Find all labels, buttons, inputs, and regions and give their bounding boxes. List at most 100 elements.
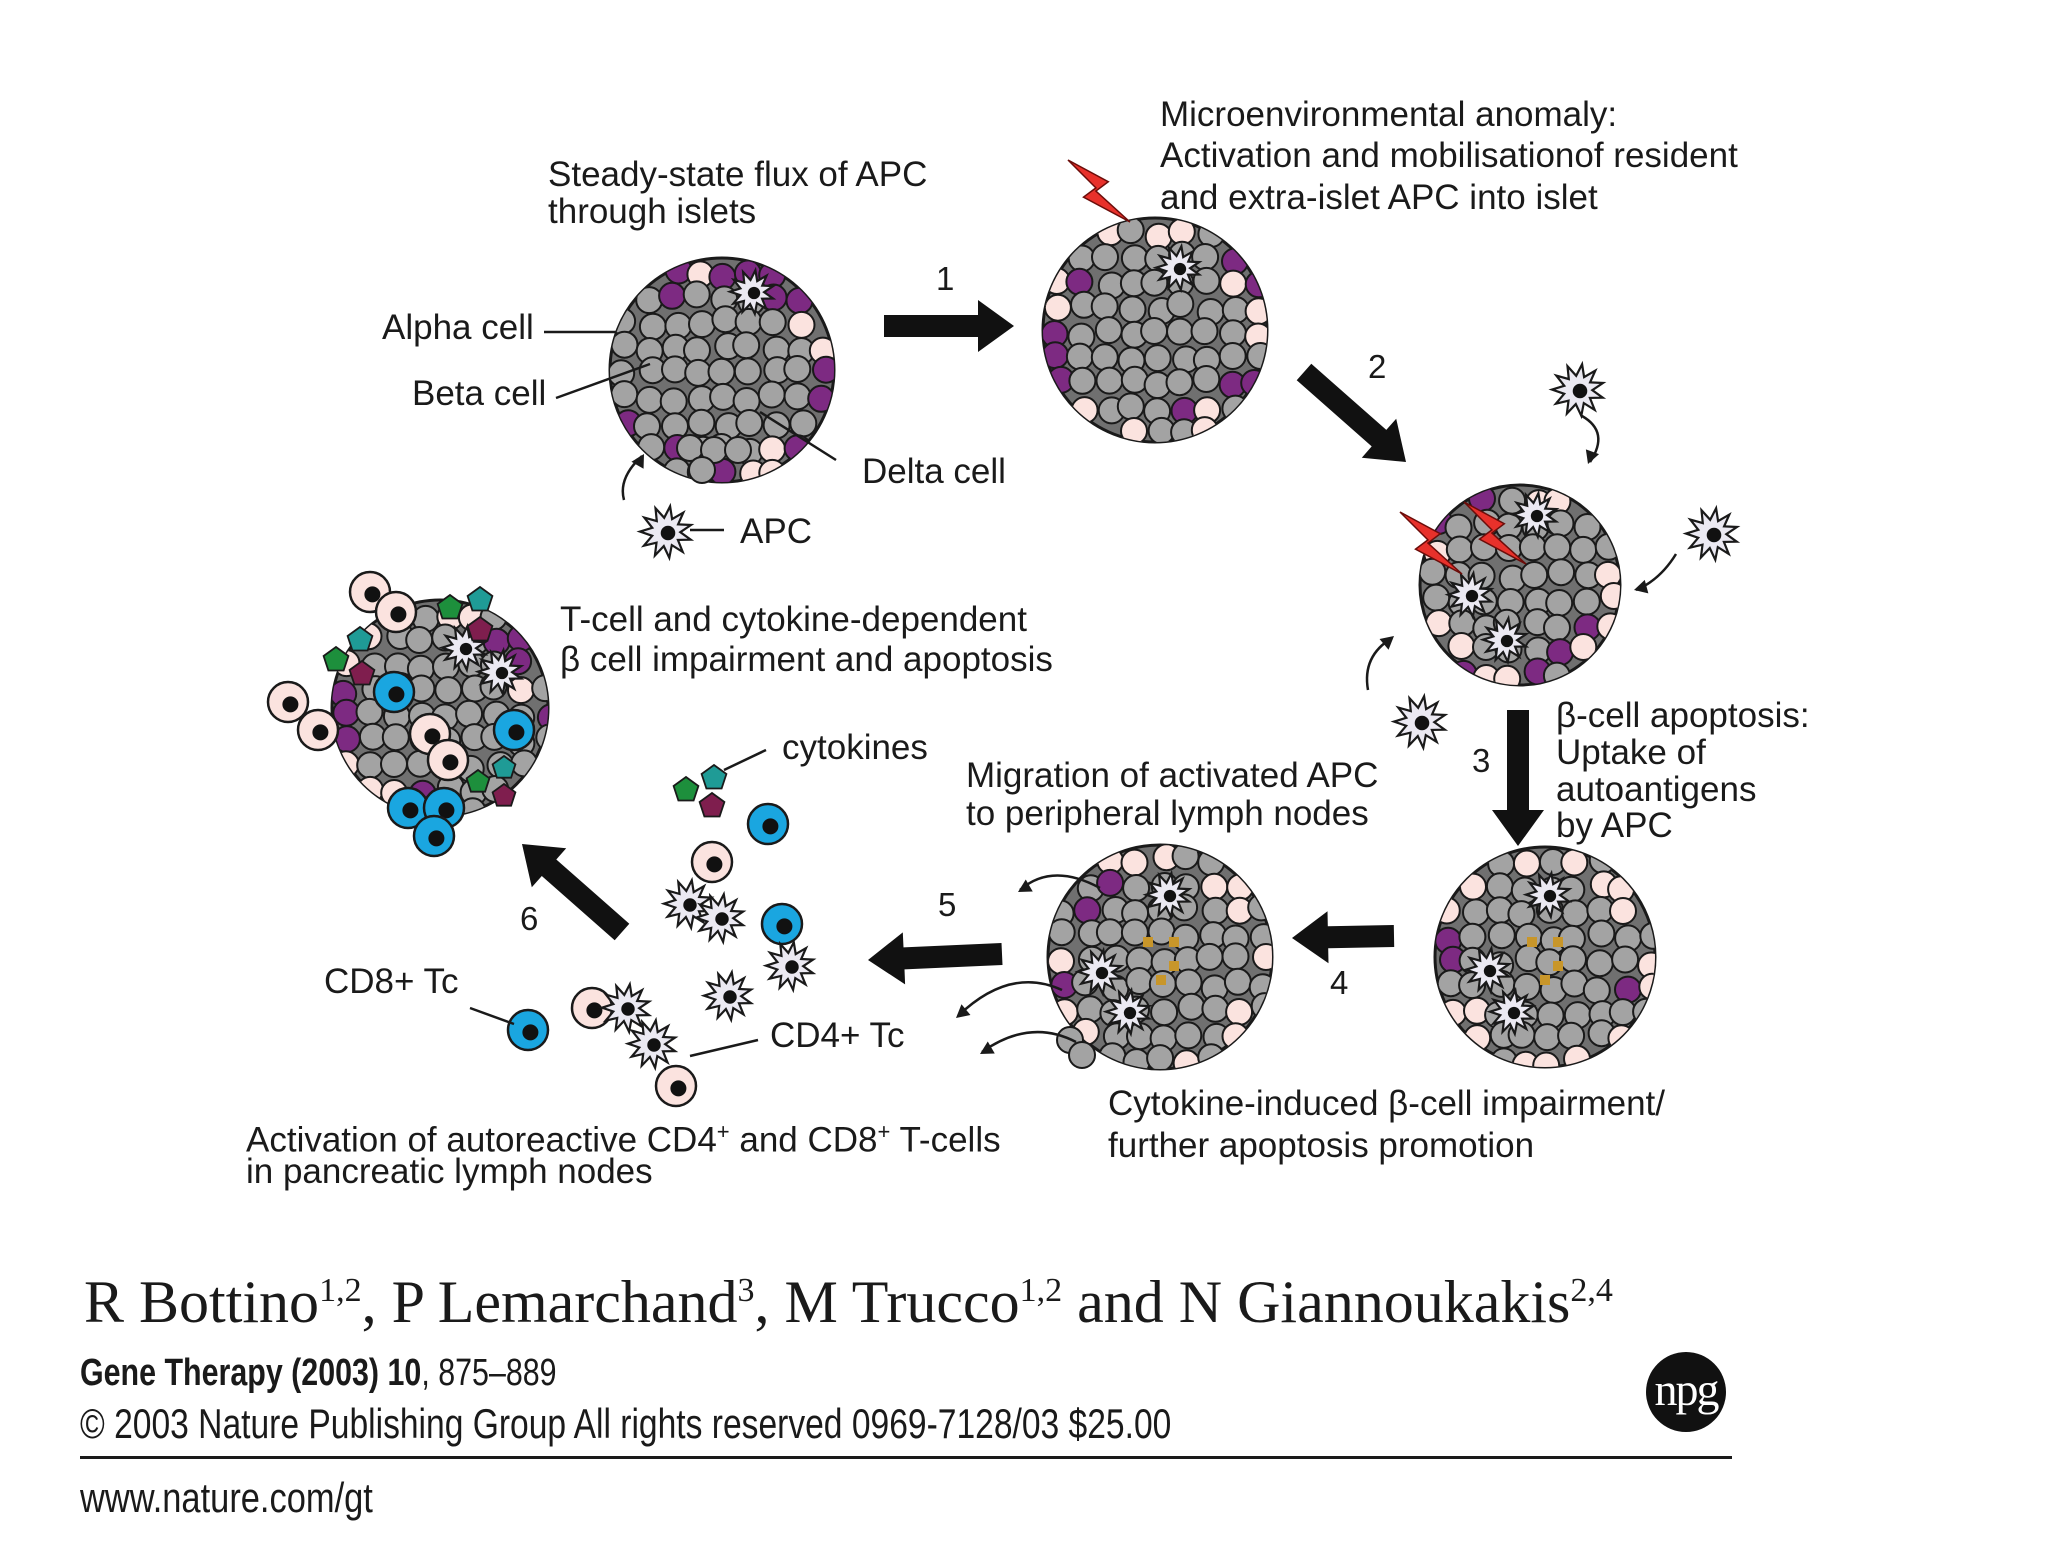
label-activation-line2: in pancreatic lymph nodes [246,1152,653,1191]
cytokines-leader [723,748,767,772]
apc-cell-icon [1142,869,1193,921]
autoantigen-icon [1143,937,1153,947]
apc-cell-icon [762,938,817,994]
arrows-layer [522,300,1544,985]
cd4-tcell-icon [296,708,340,752]
apc-cell-icon [636,502,695,562]
label-cytokine-induced-line2: further apoptosis promotion [1108,1126,1535,1165]
migration-arrow-2 [957,980,1063,1017]
cd4-tcell-icon [570,986,614,1030]
delta-cell-leader [759,410,837,462]
apc-cell-icon [1390,692,1449,752]
islets-layer [330,216,1657,1071]
cytokine-icon [348,659,376,686]
cytokine-icon [491,782,517,807]
cytokine-icon [700,763,728,790]
apc-cell-icon [474,646,525,698]
author-list: R Bottino1,2, P Lemarchand3, M Trucco1,2… [84,1269,1613,1335]
label-cd8-tc: CD8+ Tc [324,962,459,1001]
autoantigen-icon [1553,961,1563,971]
footer-rule [80,1456,1732,1459]
step-number-2: 2 [1368,348,1387,385]
apc-cell-icon [1548,360,1607,420]
autoantigen-icon [1540,975,1550,985]
step-4-arrow [1292,911,1395,964]
apc-cell-icon [1509,489,1560,541]
apc-cell-icon [598,980,653,1036]
cd8-tcell-icon [746,802,790,846]
cd8-tcell-icon [412,814,456,858]
apc-cell-icon [1682,504,1741,564]
apc-entry-arrow-right-head [1634,579,1649,594]
step-1-arrow [884,300,1014,352]
label-delta-cell: Delta cell [862,452,1006,491]
label-beta-apoptosis-line2: Uptake of [1556,733,1706,772]
islet-2 [1041,216,1269,444]
apc-entry-arrow-head [631,454,644,469]
cd8-tc-leader [469,1006,515,1026]
migration-arrow-2-head [956,1004,971,1018]
label-beta-apoptosis-line4: by APC [1556,806,1673,845]
apc-cell-icon [1152,242,1203,294]
autoantigen-icon [1169,961,1179,971]
migration-arrow-1-head [1018,879,1033,892]
lightning-icon [1067,159,1131,223]
apc-cell-icon [1462,944,1513,996]
beta-cell-leader [555,362,651,400]
cd8-tcell-icon [760,902,804,946]
label-migration-line2: to peripheral lymph nodes [966,794,1369,833]
islet-5 [1046,843,1274,1071]
step-5-arrow [868,932,1003,985]
apc-entry-arrow-top-head [1585,449,1600,464]
label-tcell-cytokine-line1: T-cell and cytokine-dependent [560,600,1027,639]
step-number-5: 5 [938,886,957,923]
cytokine-icon [436,593,464,620]
label-alpha-cell: Alpha cell [382,308,534,347]
step-number-3: 3 [1472,742,1491,779]
apc-entry-arrow-left-head [1379,636,1394,650]
lightning-icon [1399,511,1463,575]
migration-arrow-3-head [980,1041,995,1054]
label-beta-cell: Beta cell [412,374,547,413]
autoantigen-icon [1156,975,1166,985]
label-cytokine-induced-line1: Cytokine-induced β-cell impairment/ [1108,1084,1666,1123]
label-micro-anomaly-line1: Microenvironmental anomaly: [1160,95,1618,134]
apc-cell-icon [1479,614,1530,666]
cd4-tcell-icon [426,738,470,782]
journal-url[interactable]: www.nature.com/gt [80,1474,373,1521]
cytokine-icon [466,615,494,642]
islet-3 [1418,483,1622,687]
npg-logo: npg [1646,1352,1726,1432]
autoantigen-icon [1527,937,1537,947]
apc-cell-icon [692,890,747,946]
islet-4 [1433,845,1657,1069]
cd8-tcell-icon [372,670,416,714]
cd8-tcell-icon [386,786,430,830]
step-number-1: 1 [936,260,955,297]
migration-arrow-3 [981,1030,1077,1054]
label-steady-state-line2: through islets [548,192,757,231]
step-number-4: 4 [1330,964,1349,1001]
apc-cell-icon [624,1016,679,1072]
label-beta-apoptosis-line3: autoantigens [1556,770,1757,809]
label-beta-apoptosis-line1: β-cell apoptosis: [1556,696,1810,735]
label-micro-anomaly-line2: Activation and mobilisationof resident [1160,136,1738,175]
step-6-arrow [522,844,630,941]
label-cytokines: cytokines [782,728,928,767]
leader-lines-layer [469,330,1678,1058]
label-tcell-cytokine-line2: β cell impairment and apoptosis [560,640,1053,679]
cytokine-icon [672,775,700,802]
step-3-arrow [1492,710,1544,846]
label-steady-state-line1: Steady-state flux of APC [548,155,928,194]
apc-cell-icon [1074,946,1125,998]
cytokine-icon [465,768,491,793]
cd4-tcell-icon [266,680,310,724]
step-2-arrow [1296,363,1406,462]
copyright-line: © 2003 Nature Publishing Group All right… [80,1400,1172,1447]
step-number-6: 6 [520,900,539,937]
apc-cell-icon [726,266,777,318]
lightning-icon [1463,501,1527,565]
label-apc: APC [740,512,812,551]
